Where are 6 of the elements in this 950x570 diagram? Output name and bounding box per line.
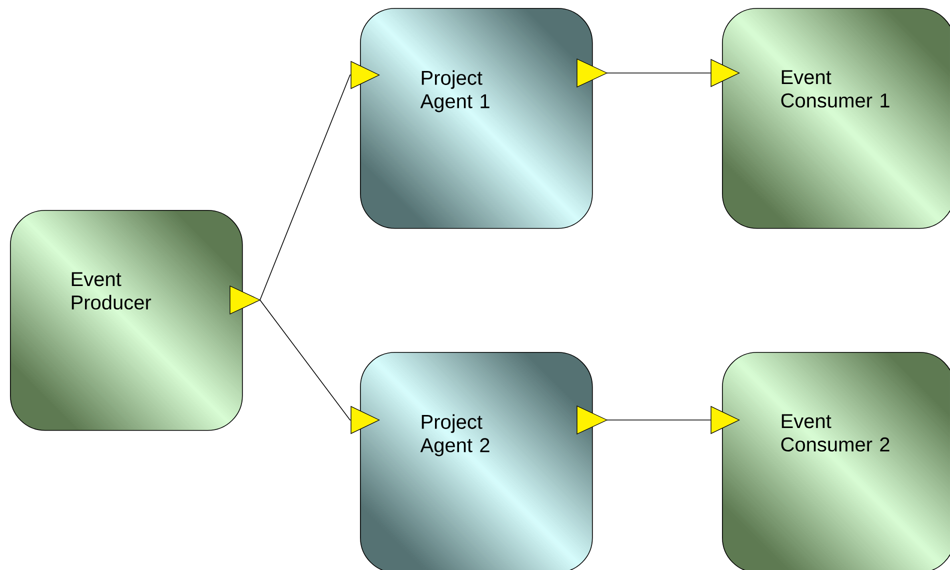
process-box: Event Consumer 1: [722, 8, 950, 229]
process-box: Event Producer: [10, 210, 243, 431]
process-box: Project Agent 1: [360, 8, 593, 229]
process-box: Project Agent 2: [360, 352, 593, 570]
process-box: Event Consumer 2: [722, 352, 950, 570]
connector: [260, 60, 380, 300]
